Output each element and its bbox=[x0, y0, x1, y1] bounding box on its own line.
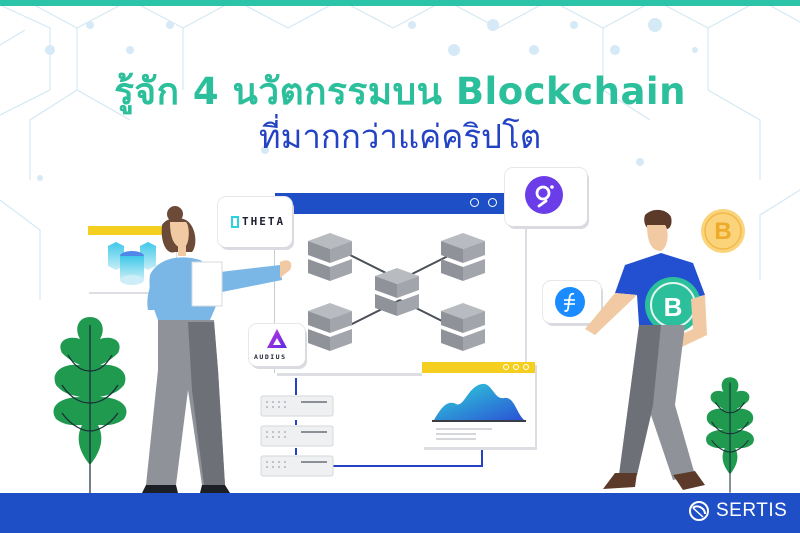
leaf-plant-right-icon bbox=[706, 377, 754, 493]
man-holding-bitcoin-illustration: B bbox=[585, 209, 707, 490]
svg-text:B: B bbox=[664, 292, 683, 322]
filecoin-logo-card bbox=[543, 281, 601, 323]
theta-logo-icon bbox=[231, 216, 239, 228]
filecoin-logo-icon bbox=[555, 287, 585, 317]
node-icon bbox=[308, 233, 352, 281]
audius-logo-card: AUDIUS bbox=[249, 324, 305, 366]
woman-presenter-illustration bbox=[142, 206, 292, 493]
window-titlebar bbox=[275, 193, 525, 214]
theta-label: THETA bbox=[242, 215, 286, 228]
svg-text:B: B bbox=[714, 218, 731, 245]
sertis-logo-icon bbox=[689, 501, 709, 521]
database-icon bbox=[108, 242, 156, 285]
area-chart-icon bbox=[432, 383, 526, 440]
audius-triangle-icon bbox=[267, 329, 287, 348]
leaf-plant-left-icon bbox=[53, 317, 127, 493]
audius-label: AUDIUS bbox=[254, 353, 287, 361]
sertis-brand-logo: SERTIS bbox=[688, 500, 787, 522]
bitcoin-gold-coin-icon: B bbox=[701, 209, 745, 253]
headline-title: รู้จัก 4 นวัตกรรมบน Blockchain bbox=[114, 70, 686, 113]
server-rack-icon bbox=[260, 395, 334, 477]
window-titlebar bbox=[422, 362, 535, 373]
window-dot-icon bbox=[488, 198, 497, 207]
the-graph-logo-card bbox=[505, 168, 587, 226]
headline-subtitle: ที่มากกว่าแค่คริปโต bbox=[258, 117, 542, 156]
blockchain-nodes-diagram bbox=[308, 233, 485, 351]
window-titlebar bbox=[88, 226, 176, 235]
graph-logo-icon bbox=[525, 176, 563, 214]
theta-logo-card: THETA bbox=[218, 197, 292, 247]
window-dot-icon bbox=[470, 198, 479, 207]
top-accent-bar bbox=[0, 0, 800, 6]
bottom-brand-bar bbox=[0, 493, 800, 533]
chart-window bbox=[422, 362, 535, 447]
sertis-brand-name: SERTIS bbox=[716, 500, 788, 521]
